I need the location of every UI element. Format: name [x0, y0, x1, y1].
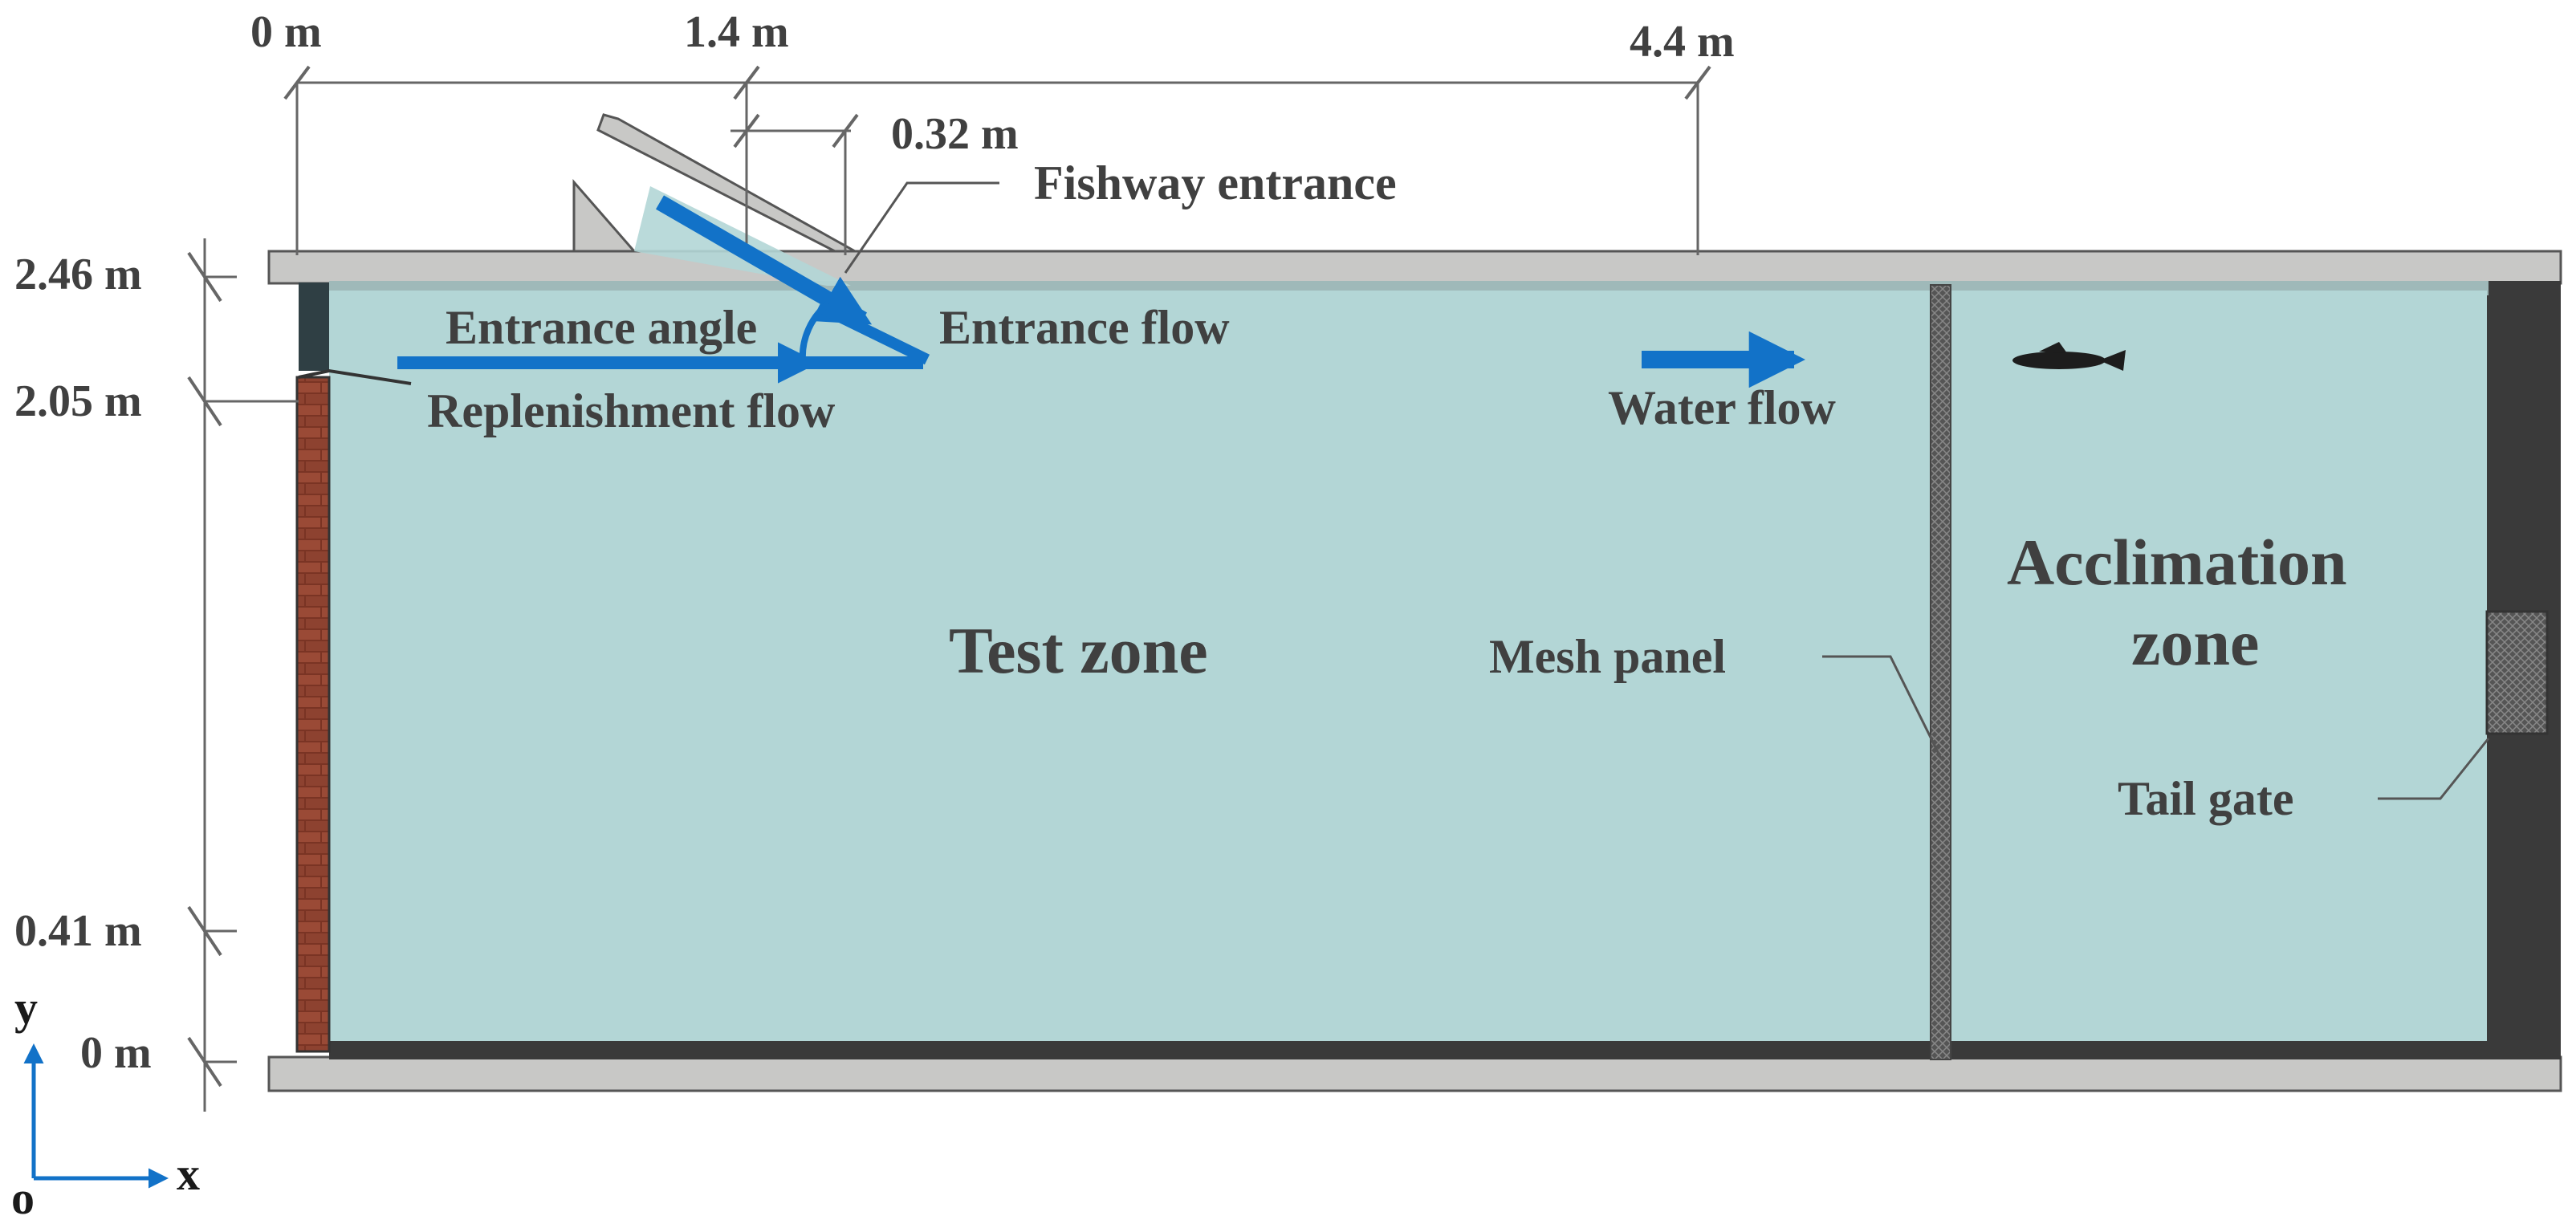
entrance-flow-arrow [656, 195, 873, 327]
mesh-panel-label: Mesh panel [1489, 630, 1726, 683]
inlet-edge [298, 368, 412, 385]
y-tick-2-46: 2.46 m [14, 250, 142, 299]
y-tick-2-05: 2.05 m [14, 376, 142, 426]
annotation-labels: Fishway entrance Entrance angle Entrance… [427, 157, 2293, 825]
water-flow-label: Water flow [1608, 381, 1836, 434]
x-dimension-lines [283, 65, 1711, 255]
tail-gate-label: Tail gate [2118, 772, 2293, 825]
y-axis-label: y [14, 982, 38, 1034]
axis-labels: y x o [11, 982, 200, 1224]
flow-arrows [397, 195, 1806, 388]
dimension-labels: 0 m 1.4 m 4.4 m 0.32 m 2.46 m 2.05 m 0.4… [14, 7, 1735, 1078]
replenishment-flow-label: Replenishment flow [427, 384, 836, 437]
replenishment-inlet [299, 283, 329, 371]
x-axis-label: x [177, 1148, 200, 1200]
acclimation-zone-water [1951, 291, 2487, 1041]
acclimation-zone-label-1: Acclimation [2007, 526, 2347, 599]
x-tick-0: 0 m [250, 7, 322, 57]
zone-labels: Test zone Acclimation zone [949, 526, 2347, 687]
acclimation-zone-label-2: zone [2131, 606, 2259, 679]
bottom-wall [267, 1055, 2562, 1092]
y-dimension-lines [187, 238, 299, 1112]
test-zone-label: Test zone [949, 614, 1208, 687]
coordinate-axes [23, 1043, 169, 1189]
fishway-entrance-label: Fishway entrance [1034, 157, 1397, 209]
x-tick-2: 4.4 m [1630, 17, 1735, 67]
entrance-flow-label: Entrance flow [939, 301, 1230, 354]
top-wall [267, 250, 2562, 285]
y-tick-0-41: 0.41 m [14, 906, 142, 956]
tail-gate[interactable] [2485, 610, 2549, 735]
entrance-angle-arc [799, 300, 831, 362]
entrance-flow-diagonal [816, 301, 930, 365]
fishway-top-wall [572, 178, 637, 253]
bottom-dark-edge [329, 1039, 2561, 1059]
origin-label: o [11, 1172, 35, 1224]
entrance-angle-label: Entrance angle [446, 301, 757, 354]
y-tick-0: 0 m [80, 1028, 152, 1078]
water-area [329, 186, 2487, 1041]
x-sub-dimension: 0.32 m [891, 109, 1019, 159]
leader-lines [844, 181, 2490, 800]
x-tick-1: 1.4 m [684, 7, 789, 57]
brick-wall [295, 376, 331, 1053]
mesh-panel [1930, 284, 1951, 1060]
test-zone-water [329, 291, 1931, 1041]
fish-icon [2012, 342, 2126, 371]
